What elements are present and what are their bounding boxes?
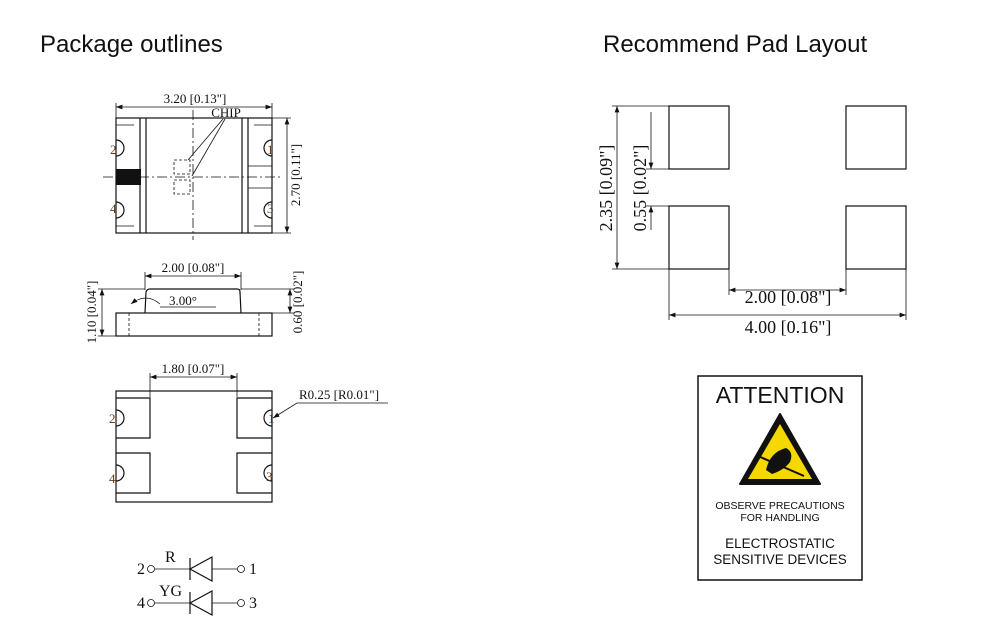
sensitive-devices-text: SENSITIVE DEVICES bbox=[713, 552, 847, 567]
top-pin-3: 3 bbox=[267, 201, 274, 216]
esd-warning-icon bbox=[739, 413, 821, 485]
lens-width-dim: 2.00 [0.08"] bbox=[162, 260, 225, 275]
package-outlines-title: Package outlines bbox=[40, 31, 223, 58]
schematic-label-r: R bbox=[165, 549, 176, 566]
pad-top-right bbox=[845, 105, 907, 170]
bottom-pin-2: 2 bbox=[109, 411, 116, 426]
base-height-dim: 0.60 [0.02"] bbox=[290, 271, 305, 334]
bottom-pin-4: 4 bbox=[109, 471, 116, 486]
bottom-pin-3: 3 bbox=[266, 469, 273, 484]
pad-bottom-right bbox=[845, 205, 907, 270]
pad-bottom-left bbox=[668, 205, 730, 270]
pad-layout: 2.35 [0.09"] 0.55 [0.02"] 2.00 [0.08"] 4… bbox=[596, 105, 907, 337]
observe-precautions-text: OBSERVE PRECAUTIONS bbox=[715, 500, 844, 512]
pad-gap-dim: 1.80 [0.07"] bbox=[162, 361, 225, 376]
schematic-pin-4: 4 bbox=[137, 595, 145, 612]
total-height-dim: 1.10 [0.04"] bbox=[84, 281, 99, 344]
schematic-pin-1: 1 bbox=[249, 561, 257, 578]
angle-dim: 3.00° bbox=[169, 293, 197, 308]
for-handling-text: FOR HANDLING bbox=[740, 512, 819, 524]
bottom-pin-1: 1 bbox=[268, 411, 275, 426]
top-width-dim: 3.20 [0.13"] bbox=[164, 91, 227, 106]
total-height-dim: 2.35 [0.09"] bbox=[596, 145, 616, 232]
top-pin-2: 2 bbox=[110, 142, 117, 157]
schematic-label-yg: YG bbox=[159, 583, 183, 600]
schematic-pin-2: 2 bbox=[137, 561, 145, 578]
attention-heading: ATTENTION bbox=[716, 382, 845, 408]
gap-height-dim: 0.55 [0.02"] bbox=[630, 145, 650, 232]
diode-schematic: 2 1 R 4 3 YG bbox=[137, 549, 257, 617]
top-view: 3.20 [0.13"] CHIP 2 4 1 3 2.70 [0.11"] bbox=[103, 91, 303, 240]
radius-dim: R0.25 [R0.01"] bbox=[299, 387, 379, 402]
side-view: 2.00 [0.08"] 3.00° 1.10 [0.04"] 0.60 [0.… bbox=[84, 260, 305, 343]
bottom-view: 1.80 [0.07"] 2 4 1 3 R0.25 [R0.01"] bbox=[109, 361, 388, 503]
inner-width-dim: 2.00 [0.08"] bbox=[745, 287, 832, 307]
schematic-pin-3: 3 bbox=[249, 595, 257, 612]
chip-label: CHIP bbox=[211, 105, 241, 120]
pad-top-left bbox=[668, 105, 730, 170]
electrostatic-text: ELECTROSTATIC bbox=[725, 536, 835, 551]
total-width-dim: 4.00 [0.16"] bbox=[745, 317, 832, 337]
top-pin-1: 1 bbox=[267, 142, 274, 157]
esd-attention-label: ATTENTION OBSERVE PRECAUTIONS FOR HANDLI… bbox=[697, 375, 863, 581]
top-pin-4: 4 bbox=[110, 201, 117, 216]
pad-layout-title: Recommend Pad Layout bbox=[603, 31, 867, 58]
top-height-dim: 2.70 [0.11"] bbox=[288, 144, 303, 206]
